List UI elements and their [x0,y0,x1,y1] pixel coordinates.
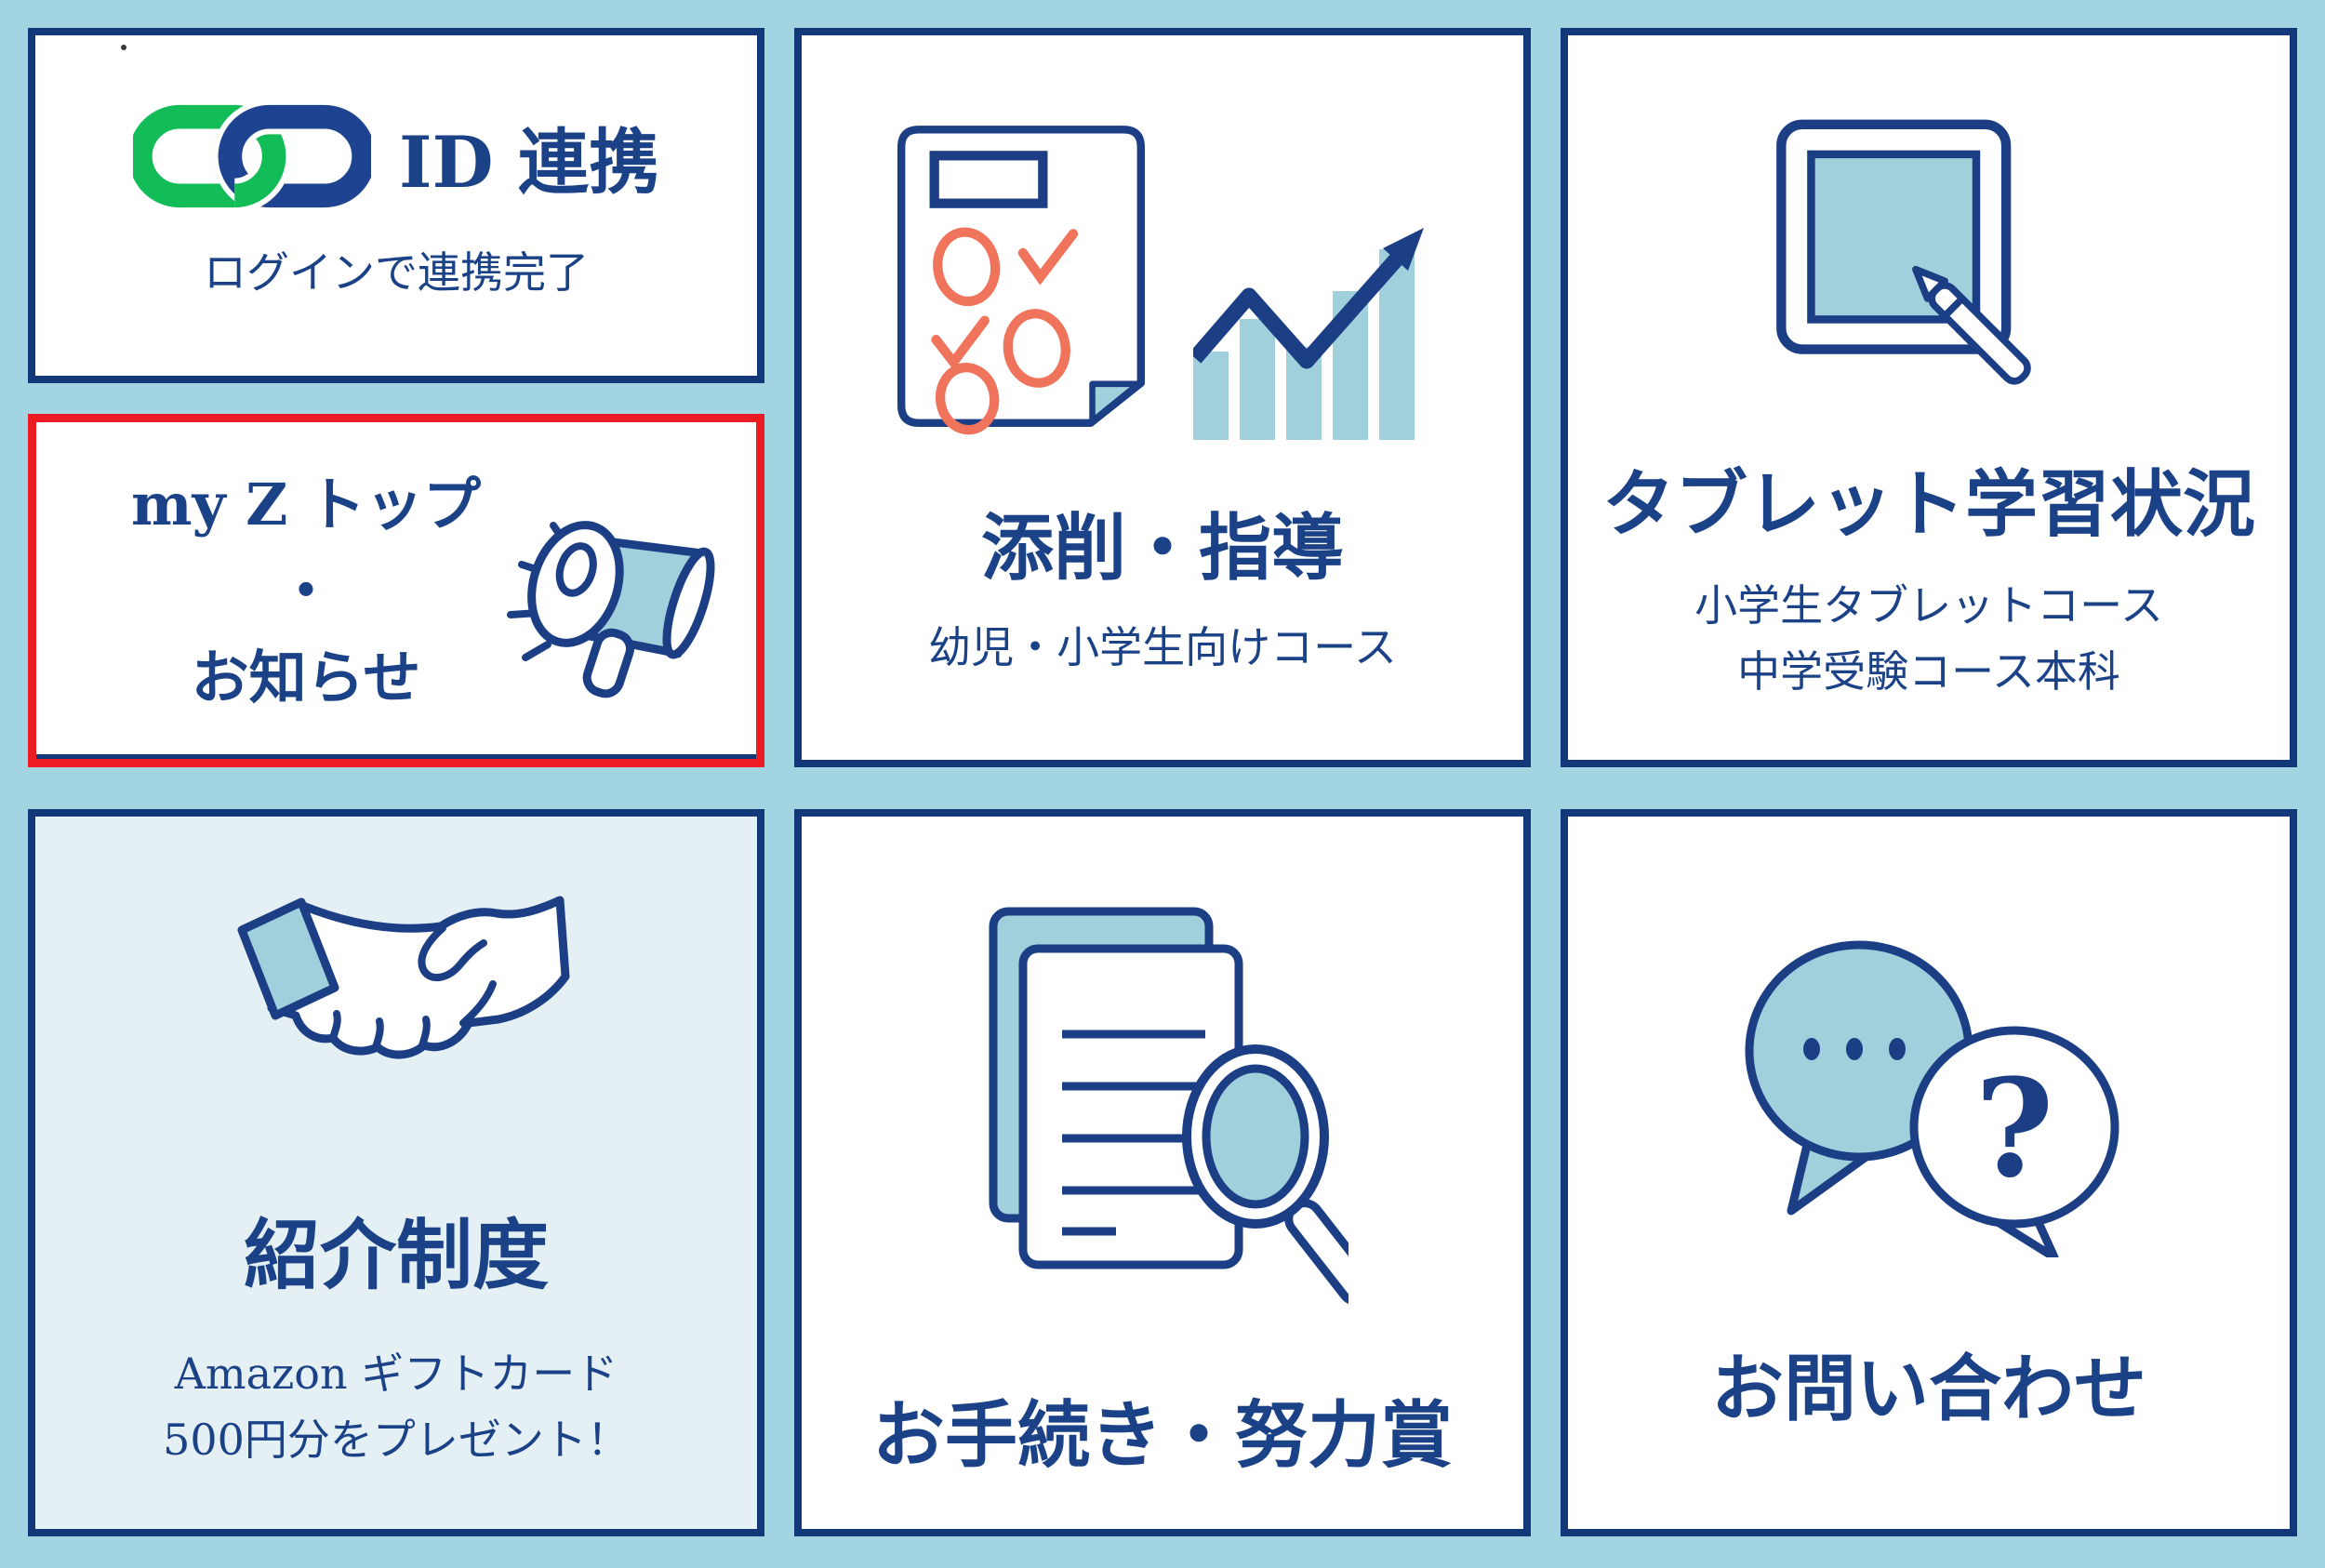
shokai-subtitle-line1: Amazon ギフトカード [174,1348,618,1399]
id-renkei-header: ID 連携 [133,104,659,209]
card-title: 紹介制度 [243,1210,549,1300]
stray-dot [121,45,126,50]
myz-top-label: my Z トップ ・ お知らせ [73,422,538,759]
card-tensaku-shidou[interactable]: 添削・指導 幼児・小学生向けコース [794,28,1531,767]
link-icon [133,104,372,209]
tablet-subtitle-line2: 中学受験コース本科 [1737,646,2120,698]
card-title: 添削・指導 [980,506,1344,591]
tablet-stylus-icon [1771,89,2087,405]
myz-separator-dot: ・ [276,556,335,625]
megaphone-icon [505,511,728,734]
question-mark-glyph: ? [1975,1050,2054,1208]
card-title: お問い合わせ [1710,1346,2146,1431]
card-subtitle: Amazon ギフトカード 500円分をプレゼント！ [163,1341,630,1474]
growth-chart-icon [1192,228,1424,441]
card-tetsuzuki-doryokusho[interactable]: お手続き・努力賞 [794,809,1531,1536]
tensaku-icons [891,114,1435,441]
handshake-icon [219,872,573,1105]
card-shokai-seido[interactable]: 紹介制度 Amazon ギフトカード 500円分をプレゼント！ [28,809,764,1536]
myz-line-2: お知らせ [191,643,421,711]
card-title: お手続き・努力賞 [871,1392,1453,1478]
card-id-renkei[interactable]: ID 連携 ログインで連携完了 [28,28,764,383]
card-subtitle: ログインで連携完了 [204,247,589,299]
card-subtitle: 幼児・小学生向けコース [928,621,1397,672]
chat-bubbles-icon: ? [1734,932,2124,1257]
card-subtitle: 小学生タブレットコース 中学受験コース本科 [1694,573,2163,706]
myz-line-1: my Z トップ [130,470,482,538]
documents-magnifier-icon [976,904,1348,1332]
card-otoiawase[interactable]: ? お問い合わせ [1561,809,2297,1536]
tablet-subtitle-line1: 小学生タブレットコース [1694,580,2163,631]
card-tablet-gakushu[interactable]: タブレット学習状況 小学生タブレットコース 中学受験コース本科 [1561,28,2297,767]
shokai-subtitle-line2: 500円分をプレゼント！ [163,1415,630,1465]
card-title: タブレット学習状況 [1601,462,2255,548]
graded-worksheet-icon [897,126,1145,435]
card-myz-top-oshirase[interactable]: my Z トップ ・ お知らせ [28,414,764,767]
card-title: ID 連携 [399,121,659,205]
column-1-row-1: ID 連携 ログインで連携完了 my Z トップ ・ お知らせ [28,28,764,767]
